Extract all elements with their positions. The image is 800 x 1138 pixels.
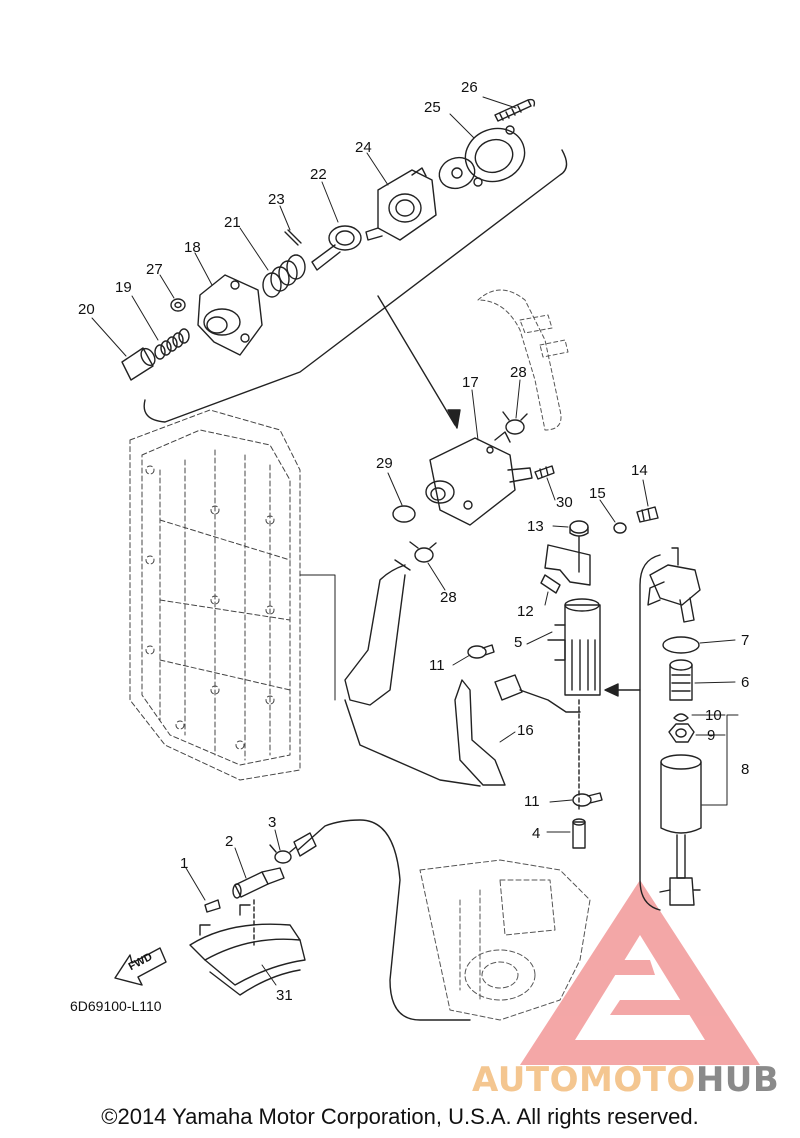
hose-lower xyxy=(293,819,471,1021)
callout-22: 22 xyxy=(310,166,327,183)
callout-8: 8 xyxy=(741,761,750,778)
callout-23: 23 xyxy=(268,191,285,208)
callout-7: 7 xyxy=(741,632,750,649)
cylinder-20 xyxy=(121,347,156,381)
callout-29: 29 xyxy=(376,455,393,472)
watermark-part-moto: MOTO xyxy=(578,1060,696,1100)
callout-16: 16 xyxy=(517,722,534,739)
watermark-logo-triangle xyxy=(520,880,760,1065)
plunger-22 xyxy=(311,225,362,271)
fuel-filter-5 xyxy=(547,598,601,696)
top-assembly-bracket xyxy=(143,149,568,423)
callout-11-lower: 11 xyxy=(524,793,540,810)
clip-28-bottom xyxy=(409,541,437,563)
fuel-pump-17 xyxy=(425,431,533,526)
copyright-notice: ©2014 Yamaha Motor Corporation, U.S.A. A… xyxy=(101,1104,699,1129)
pump-body-24 xyxy=(365,167,437,241)
hose-lower-left xyxy=(344,559,411,706)
clip-3 xyxy=(269,844,297,864)
callout-3: 3 xyxy=(268,814,277,831)
callout-2: 2 xyxy=(225,833,234,850)
callout-9: 9 xyxy=(707,727,716,744)
cover-31 xyxy=(189,899,306,996)
callout-28-lower: 28 xyxy=(440,589,457,606)
pin-23 xyxy=(284,229,302,246)
filter-element-6 xyxy=(669,659,693,701)
nut-27 xyxy=(170,298,186,312)
cover-25 xyxy=(464,125,526,187)
housing-18 xyxy=(197,274,263,356)
callout-15: 15 xyxy=(589,485,606,502)
clip-11-lower xyxy=(572,792,603,807)
callout-5: 5 xyxy=(514,634,523,651)
joint-2 xyxy=(232,867,285,899)
callout-26: 26 xyxy=(461,79,478,96)
pipe-4 xyxy=(572,699,586,849)
callout-1: 1 xyxy=(180,855,189,872)
o-ring-7 xyxy=(662,636,700,654)
callout-17: 17 xyxy=(462,374,479,391)
callout-27: 27 xyxy=(146,261,163,278)
clip-10 xyxy=(673,713,689,722)
callout-28-upper: 28 xyxy=(510,364,527,381)
diaphragm xyxy=(438,156,476,190)
bolt-30 xyxy=(534,465,555,480)
callout-4: 4 xyxy=(532,825,541,842)
callout-12: 12 xyxy=(517,603,534,620)
callout-30: 30 xyxy=(556,494,573,511)
callout-10: 10 xyxy=(705,707,722,724)
callout-6: 6 xyxy=(741,674,750,691)
filter-cup-8 xyxy=(659,754,702,906)
callout-14: 14 xyxy=(631,462,648,479)
callout-11-upper: 11 xyxy=(429,657,445,674)
right-assembly-bracket xyxy=(639,554,661,911)
wire-connector xyxy=(494,674,581,713)
washer-15 xyxy=(613,522,627,534)
clip-28-top xyxy=(502,411,528,435)
callout-18: 18 xyxy=(184,239,201,256)
bracket-12 xyxy=(540,544,591,594)
bolt-1 xyxy=(204,899,221,913)
bracket-leader-arrow xyxy=(377,295,456,426)
callout-19: 19 xyxy=(115,279,132,296)
nut-9 xyxy=(668,723,695,743)
fwd-arrow xyxy=(114,947,167,986)
callout-13: 13 xyxy=(527,518,544,535)
drawing-code: 6D69100-L110 xyxy=(70,998,162,1014)
bolt-26 xyxy=(494,98,536,122)
spring-19 xyxy=(154,328,190,360)
lower-engine-outline xyxy=(419,859,591,1021)
callout-25: 25 xyxy=(424,99,441,116)
callout-31: 31 xyxy=(276,987,293,1004)
callout-24: 24 xyxy=(355,139,372,156)
filter-cap-part xyxy=(647,547,701,623)
clip-11-upper xyxy=(467,644,495,659)
hose-16 xyxy=(344,679,506,787)
watermark-part-hub: HUB xyxy=(695,1060,780,1100)
grommet-13 xyxy=(569,520,589,573)
o-ring-29 xyxy=(392,505,416,523)
callout-21: 21 xyxy=(224,214,241,231)
watermark-part-auto: AUTO xyxy=(472,1060,579,1100)
watermark-text: AUTOMOTOHUB xyxy=(472,1060,779,1100)
bolt-14 xyxy=(636,506,659,523)
spring-21 xyxy=(262,254,306,298)
callout-20: 20 xyxy=(78,301,95,318)
engine-block-outline xyxy=(129,409,301,781)
hose-top-right xyxy=(477,289,569,431)
